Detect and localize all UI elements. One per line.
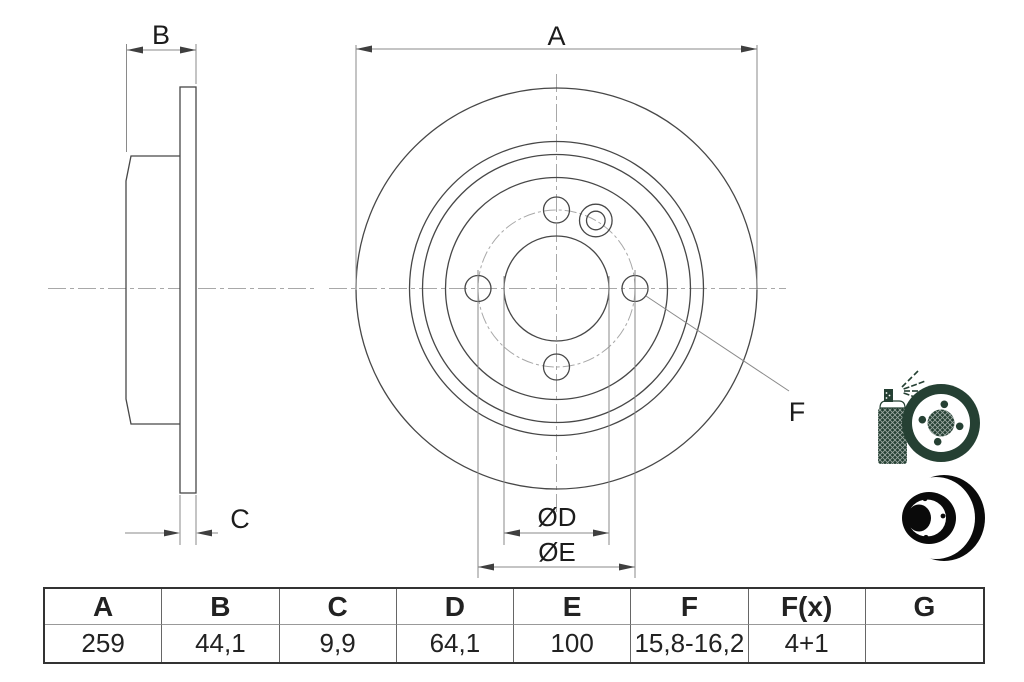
dimension-d: ØD bbox=[503, 276, 610, 545]
dimension-c: C bbox=[125, 495, 250, 545]
coated-disc-bolt-hole bbox=[955, 422, 964, 431]
arrowhead-icon bbox=[741, 45, 757, 53]
locating-hole-inner bbox=[585, 210, 606, 231]
spec-value-cell: 9,9 bbox=[280, 625, 397, 662]
spray-can-nozzle bbox=[884, 389, 893, 402]
hub-face-step bbox=[444, 176, 669, 401]
side-view: B C bbox=[48, 20, 318, 545]
spec-header-cell: E bbox=[514, 589, 632, 625]
dim-b-label: B bbox=[152, 20, 170, 50]
arrowhead-icon bbox=[593, 529, 609, 537]
dimension-e: ØE bbox=[477, 270, 636, 578]
spray-coated-disc-icon bbox=[878, 370, 980, 464]
dim-e-label: ØE bbox=[538, 537, 576, 567]
dimension-b: B bbox=[126, 20, 197, 152]
disc-icon-bolt-hole bbox=[922, 495, 928, 502]
nozzle-dot bbox=[888, 394, 891, 397]
spec-header-cell: G bbox=[865, 589, 983, 625]
nozzle-dot bbox=[885, 397, 888, 399]
spec-value-cell: 4+1 bbox=[749, 625, 866, 662]
spec-value-cell: 44,1 bbox=[162, 625, 280, 662]
bolt-hole-bottom bbox=[542, 353, 571, 381]
disc-icon-bore bbox=[907, 504, 931, 532]
hat-outer-edge bbox=[421, 153, 692, 424]
spray-can-shoulder bbox=[879, 400, 906, 409]
dim-a-label: A bbox=[547, 21, 565, 51]
locating-hole-outer bbox=[578, 203, 613, 238]
spec-value-cell bbox=[866, 625, 983, 662]
spec-header-cell: B bbox=[162, 589, 280, 625]
spec-value-cell: 15,8-16,2 bbox=[631, 625, 749, 662]
spec-header-cell: F(x) bbox=[748, 589, 866, 625]
solid-brake-disc-icon bbox=[897, 475, 985, 561]
front-view: A ØD ØE F bbox=[329, 21, 805, 578]
bolt-hole-top bbox=[542, 196, 571, 224]
dim-d-label: ØD bbox=[538, 502, 577, 532]
coated-disc-bolt-hole bbox=[918, 415, 927, 424]
dim-c-label: C bbox=[230, 504, 250, 534]
disc-icon-bolt-hole bbox=[923, 534, 929, 541]
callout-f-label: F bbox=[789, 397, 806, 427]
disc-plate-section bbox=[179, 86, 197, 494]
coated-disc-bore-texture bbox=[927, 409, 955, 437]
coated-disc-bolt-hole bbox=[933, 437, 942, 446]
arrowhead-icon bbox=[619, 563, 635, 571]
disc-icon-bolt-hole bbox=[940, 513, 946, 519]
spec-header-cell: A bbox=[45, 589, 163, 625]
arrowhead-icon bbox=[504, 529, 520, 537]
spec-header-cell: C bbox=[279, 589, 397, 625]
spec-value-cell: 100 bbox=[514, 625, 632, 662]
callout-f: F bbox=[645, 295, 806, 427]
spec-header-cell: D bbox=[396, 589, 514, 625]
callout-f-leader-line bbox=[645, 295, 790, 392]
spec-header-cell: F bbox=[631, 589, 749, 625]
spray-can-texture bbox=[878, 408, 907, 464]
coated-disc-bolt-hole bbox=[940, 400, 949, 409]
arrowhead-icon bbox=[127, 46, 143, 54]
spec-table: A B C D E F F(x) G 259 44,1 9,9 64,1 100… bbox=[43, 587, 985, 664]
arrowhead-icon bbox=[356, 45, 372, 53]
nozzle-dot bbox=[885, 392, 888, 394]
arrowhead-icon bbox=[196, 529, 212, 537]
spec-value-cell: 259 bbox=[45, 625, 163, 662]
spec-value-cell: 64,1 bbox=[397, 625, 514, 662]
arrowhead-icon bbox=[478, 563, 494, 571]
technical-drawing: B C bbox=[48, 20, 985, 578]
dimension-a: A bbox=[355, 21, 758, 290]
arrowhead-icon bbox=[164, 529, 180, 537]
arrowhead-icon bbox=[180, 46, 196, 54]
friction-band-inner-edge bbox=[408, 140, 705, 437]
disc-hat-section bbox=[125, 155, 180, 425]
